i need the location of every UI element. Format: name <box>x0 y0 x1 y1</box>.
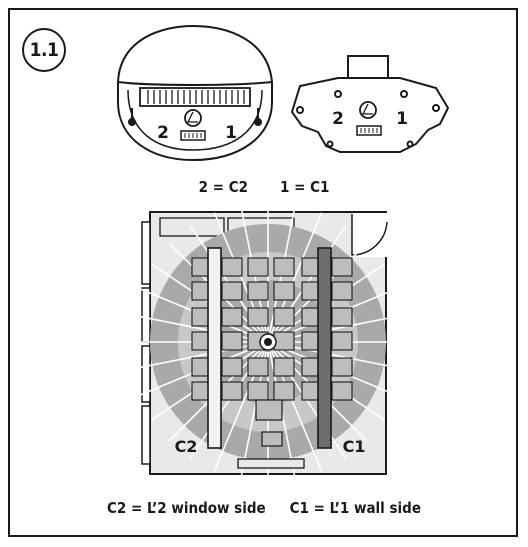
plate-label-left: 2 <box>332 109 344 129</box>
light-row-c1 <box>317 247 332 449</box>
desk-grid <box>191 257 353 401</box>
desk <box>247 357 269 377</box>
figure-number: 1.1 <box>29 39 59 61</box>
detection-ray <box>277 313 406 341</box>
desk <box>221 357 243 377</box>
light-row-c2 <box>207 247 222 449</box>
figure-number-badge: 1.1 <box>22 28 66 72</box>
desk <box>221 381 243 401</box>
room-floor-plan <box>128 202 408 482</box>
footer-caption: C2 = L’2 window side C1 = L’1 wall side <box>0 499 528 517</box>
detection-ray <box>277 343 406 371</box>
footer-c1: C1 = L’1 wall side <box>289 499 421 517</box>
desk <box>247 381 269 401</box>
mapping-c1: 1 = C1 <box>280 178 330 196</box>
mounting-plate-illustration <box>290 55 450 153</box>
desk <box>331 357 353 377</box>
room-label-c2: C2 <box>175 437 198 456</box>
desk <box>273 281 295 301</box>
desk <box>331 281 353 301</box>
desk <box>221 281 243 301</box>
dome-label-right: 1 <box>225 123 237 143</box>
mapping-c2: 2 = C2 <box>198 178 248 196</box>
desk <box>273 307 295 327</box>
desk <box>331 257 353 277</box>
desk <box>273 331 295 351</box>
desk <box>247 307 269 327</box>
desk <box>331 331 353 351</box>
desk <box>221 257 243 277</box>
dome-label-left: 2 <box>157 123 169 143</box>
teacher-desk <box>255 399 283 447</box>
desk <box>247 281 269 301</box>
plate-label-right: 1 <box>396 109 408 129</box>
desk <box>221 331 243 351</box>
sensor-dome-illustration <box>117 24 273 162</box>
room-label-c1: C1 <box>343 437 366 456</box>
desk <box>221 307 243 327</box>
footer-c2: C2 = L’2 window side <box>107 499 266 517</box>
desk <box>273 381 295 401</box>
desk <box>331 381 353 401</box>
channel-mapping: 2 = C2 1 = C1 <box>0 178 528 196</box>
desk <box>273 257 295 277</box>
desk <box>247 257 269 277</box>
desk <box>331 307 353 327</box>
desk <box>273 357 295 377</box>
